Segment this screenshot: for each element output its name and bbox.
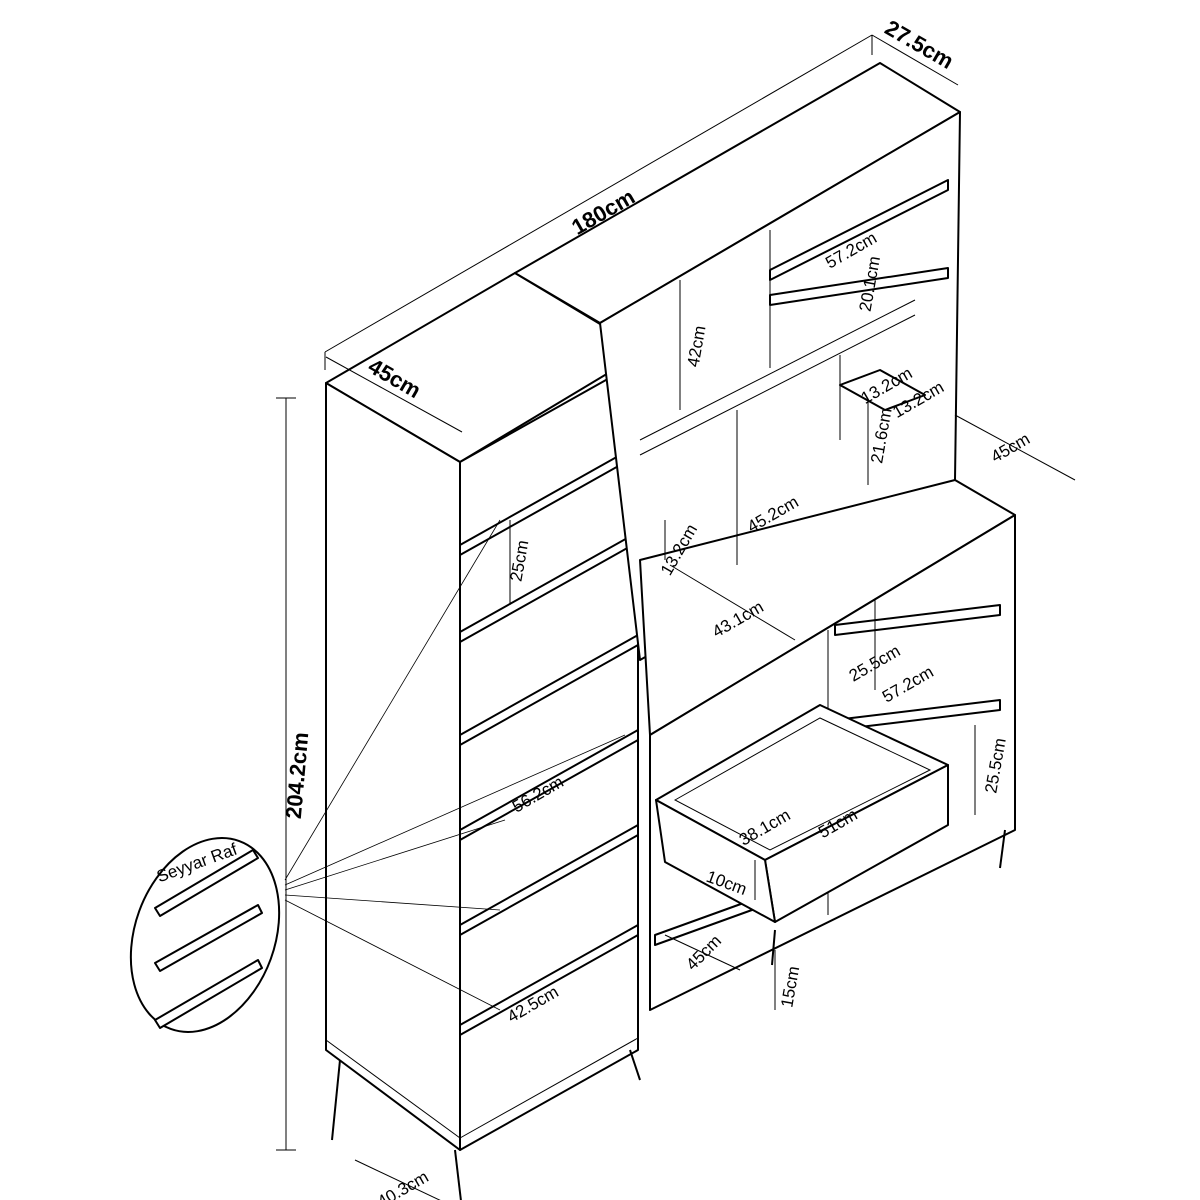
tower-shelves bbox=[459, 444, 639, 1036]
label-leg-height: 15cm bbox=[777, 965, 803, 1009]
label-tower-foot-depth: 40.3cm bbox=[374, 1167, 432, 1200]
drawer bbox=[655, 704, 949, 923]
dimension-lines bbox=[276, 34, 1076, 1200]
movable-shelf-detail bbox=[129, 519, 626, 1033]
left-tower bbox=[325, 272, 646, 1200]
label-side-depth: 45cm bbox=[988, 429, 1034, 466]
label-depth-top: 27.5cm bbox=[881, 15, 958, 74]
